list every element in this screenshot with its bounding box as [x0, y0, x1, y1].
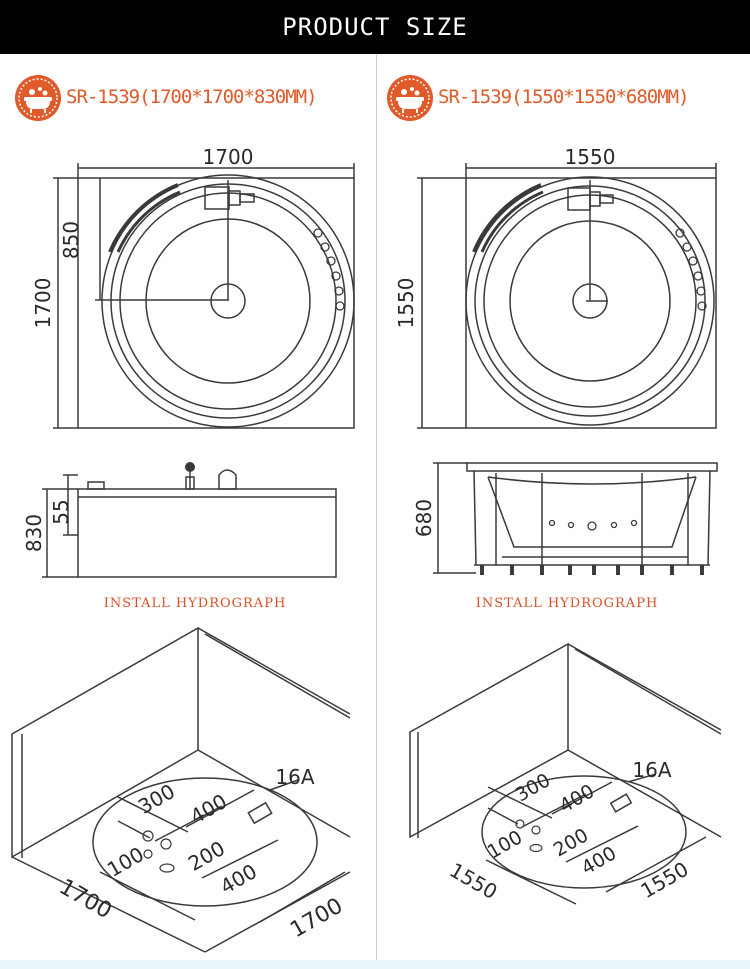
header-bar: PRODUCT SIZE: [0, 0, 750, 54]
dim-100: 100: [484, 826, 526, 863]
side-view-right: 680: [412, 462, 718, 575]
dim-rim: 55: [49, 499, 73, 524]
tub-body: [77, 488, 337, 578]
caption-install-left: INSTALL HYDROGRAPH: [103, 596, 287, 611]
model-title-right: SR-1539(1550*1550*680MM): [438, 86, 690, 108]
dim-depth: 1550: [394, 278, 418, 329]
dim-400b: 400: [216, 859, 261, 899]
tub-footprint: [481, 775, 687, 889]
tub-outer-rim: [101, 174, 355, 428]
top-view-right: 1550 1550: [394, 145, 717, 429]
power-label: 16A: [632, 758, 671, 782]
tub-footprint: [92, 777, 318, 907]
dim-width: 1700: [203, 145, 254, 169]
top-view-left: 1700 850 1700: [31, 145, 355, 429]
dim-depth: 1700: [31, 278, 55, 329]
dim-wall-left: 1700: [55, 875, 116, 925]
tub-rim: [466, 462, 718, 472]
shower-head-icon: [185, 462, 195, 472]
dim-300: 300: [134, 779, 179, 819]
power-label: 16A: [275, 765, 314, 789]
dim-200: 200: [184, 836, 229, 876]
footer-band: [0, 960, 750, 969]
bathtub-logo-icon: [387, 75, 433, 121]
dim-wall-right: 1550: [636, 857, 692, 903]
side-view-left: 830 55: [22, 462, 337, 578]
dim-400a: 400: [556, 780, 598, 817]
dim-height: 830: [22, 514, 46, 552]
tub-outer-rim: [465, 176, 715, 426]
dim-wall-left: 1550: [445, 858, 501, 904]
caption-install-right: INSTALL HYDROGRAPH: [475, 596, 659, 611]
install-diagram-left: 300 400 100 200 400 16A 1700 1700: [11, 626, 351, 953]
model-header-right: SR-1539(1550*1550*680MM): [386, 74, 748, 124]
dim-width: 1550: [565, 145, 616, 169]
model-header-left: SR-1539(1700*1700*830MM): [14, 74, 376, 124]
bathtub-logo-icon: [15, 75, 61, 121]
column-divider: [376, 54, 377, 960]
model-title-left: SR-1539(1700*1700*830MM): [66, 86, 318, 108]
install-diagram-right: 300 400 100 200 400 16A 1550 1550: [409, 642, 722, 905]
dim-half: 850: [59, 221, 83, 259]
back-wall: [11, 626, 199, 859]
page-title: PRODUCT SIZE: [282, 13, 468, 41]
dim-height: 680: [412, 499, 436, 537]
